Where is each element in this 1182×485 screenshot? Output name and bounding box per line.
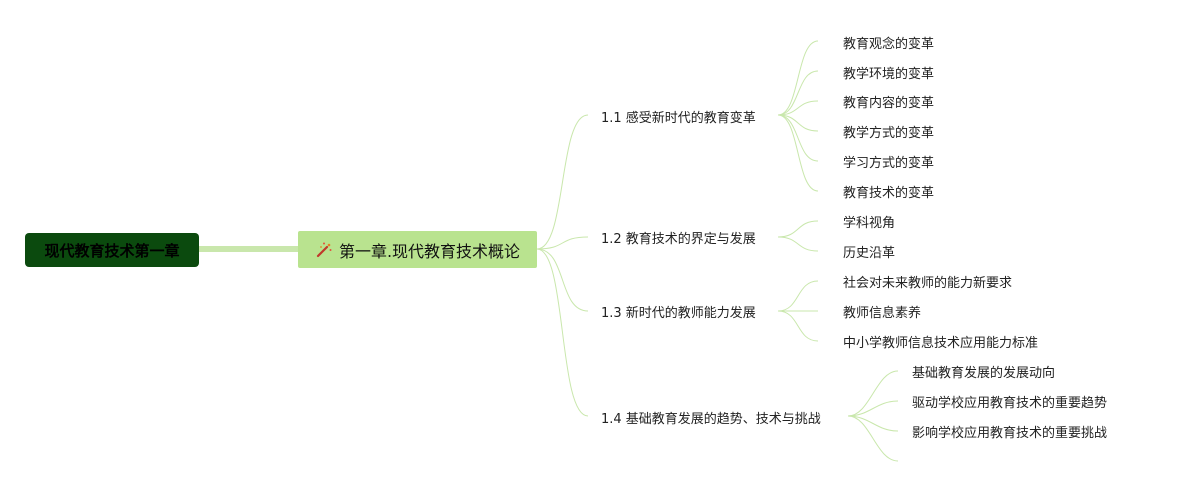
leaf-node[interactable]: 基础教育发展的发展动向: [912, 362, 1055, 381]
leaf-node[interactable]: 教学环境的变革: [843, 63, 934, 82]
section-leaf-connector: [777, 40, 819, 116]
leaf-label: 学习方式的变革: [843, 156, 935, 171]
leaf-node[interactable]: 教育内容的变革: [843, 92, 934, 111]
chapter-section-connector: [536, 248, 589, 417]
section-node-1-4[interactable]: 1.4 基础教育发展的趋势、技术与挑战: [601, 408, 821, 427]
section-label: 1.1 感受新时代的教育变革: [601, 111, 756, 126]
section-leaf-connector: [777, 220, 819, 238]
leaf-node[interactable]: 历史沿革: [843, 242, 895, 261]
leaf-label: 教学方式的变革: [843, 126, 935, 141]
leaf-node[interactable]: 学科视角: [843, 212, 895, 231]
root-label: 现代教育技术第一章: [44, 241, 180, 260]
section-leaf-connector: [777, 70, 819, 116]
leaf-node[interactable]: 社会对未来教师的能力新要求: [843, 272, 1012, 291]
section-leaf-connector: [777, 280, 819, 312]
leaf-node[interactable]: 教育技术的变革: [843, 182, 934, 201]
section-leaf-connector: [777, 236, 819, 252]
leaf-label: 影响学校应用教育技术的重要挑战: [912, 426, 1108, 441]
section-node-1-2[interactable]: 1.2 教育技术的界定与发展: [601, 228, 756, 247]
section-leaf-connector: [847, 400, 899, 417]
leaf-label: 学科视角: [843, 216, 896, 231]
section-node-1-3[interactable]: 1.3 新时代的教师能力发展: [601, 302, 756, 321]
section-leaf-connector: [777, 100, 819, 116]
section-leaf-connector: [847, 370, 899, 417]
chapter-section-connector: [536, 236, 589, 250]
leaf-label: 教学环境的变革: [843, 67, 935, 82]
leaf-label: 基础教育发展的发展动向: [912, 366, 1056, 381]
section-leaf-connector: [777, 310, 819, 342]
leaf-label: 教师信息素养: [843, 306, 922, 321]
leaf-label: 历史沿革: [843, 246, 896, 261]
section-label: 1.2 教育技术的界定与发展: [601, 232, 756, 247]
chapter-node[interactable]: 第一章.现代教育技术概论: [298, 231, 537, 268]
leaf-node[interactable]: 驱动学校应用教育技术的重要趋势: [912, 392, 1107, 411]
leaf-node[interactable]: 学习方式的变革: [843, 152, 934, 171]
leaf-label: 教育内容的变革: [843, 96, 935, 111]
root-node[interactable]: 现代教育技术第一章: [25, 233, 199, 267]
chapter-section-connector: [536, 248, 589, 312]
section-label: 1.4 基础教育发展的趋势、技术与挑战: [601, 412, 821, 427]
magic-wand-icon: [315, 241, 333, 259]
leaf-label: 驱动学校应用教育技术的重要趋势: [912, 396, 1108, 411]
section-leaf-connector: [777, 114, 819, 192]
section-leaf-connector: [777, 114, 819, 162]
leaf-node[interactable]: 教师信息素养: [843, 302, 921, 321]
leaf-label: 社会对未来教师的能力新要求: [843, 276, 1013, 291]
section-leaf-connector: [847, 415, 899, 462]
leaf-node[interactable]: 教学方式的变革: [843, 122, 934, 141]
leaf-node[interactable]: 教育观念的变革: [843, 33, 934, 52]
leaf-label: 教育观念的变革: [843, 37, 935, 52]
section-node-1-1[interactable]: 1.1 感受新时代的教育变革: [601, 107, 756, 126]
leaf-label: 中小学教师信息技术应用能力标准: [843, 336, 1039, 351]
leaf-node[interactable]: 影响学校应用教育技术的重要挑战: [912, 422, 1107, 441]
chapter-section-connector: [536, 114, 589, 250]
leaf-label: 教育技术的变革: [843, 186, 935, 201]
section-label: 1.3 新时代的教师能力发展: [601, 306, 756, 321]
chapter-label: 第一章.现代教育技术概论: [338, 241, 521, 261]
leaf-node[interactable]: 中小学教师信息技术应用能力标准: [843, 332, 1038, 351]
